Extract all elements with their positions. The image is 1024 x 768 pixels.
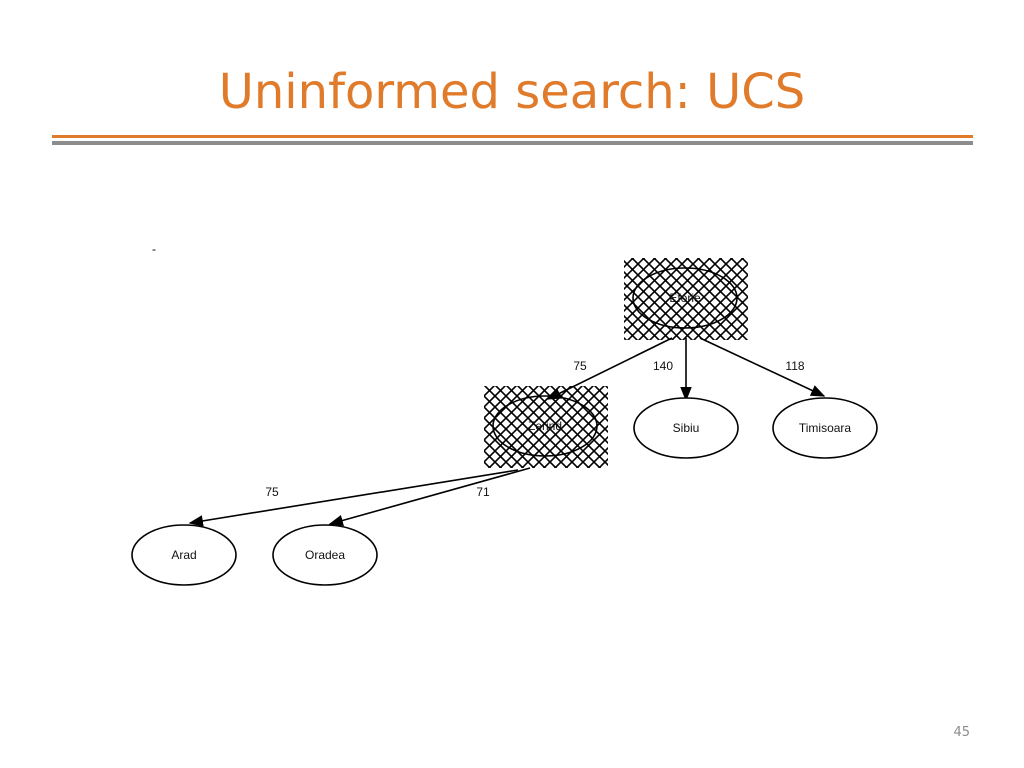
node-ellipse [633,397,739,459]
edge-root-timisoara [699,337,826,397]
edge-zerind-oradea [328,467,531,527]
root-hatch-overlay [624,258,748,340]
tree-node-root: Eforie [632,267,738,329]
node-label: Oradea [305,548,345,562]
page-number: 45 [953,725,970,740]
node-label: Timisoara [799,421,852,435]
title-underline-gray [52,141,973,145]
node-label: Sibiu [673,421,700,435]
edge-cost-root-sibiu: 140 [653,359,673,373]
node-label: Zerind [528,419,562,433]
tree-node-zerind: Zerind [492,395,598,457]
edge-zerind-arad [188,469,519,527]
node-label: Eforie [669,291,701,305]
zerind-hatch-overlay [484,386,608,468]
stray-dash-mark: - [152,242,156,256]
node-ellipse [772,397,878,459]
edge-cost-root-timisoara: 118 [785,359,804,373]
node-ellipse [131,524,237,586]
edge-root-zerind [546,337,673,400]
title-underline-orange [52,135,973,138]
node-ellipse [632,267,738,329]
node-label: Arad [171,548,196,562]
edge-cost-root-zerind: 75 [573,359,587,373]
slide-title: Uninformed search: UCS [218,64,806,120]
edge-cost-zerind-oradea: 71 [476,485,490,499]
edge-cost-zerind-arad: 75 [265,485,279,499]
tree-node-timisoara: Timisoara [772,397,878,459]
tree-node-sibiu: Sibiu [633,397,739,459]
tree-node-arad: Arad [131,524,237,586]
node-ellipse [272,524,378,586]
tree-node-oradea: Oradea [272,524,378,586]
node-ellipse [492,395,598,457]
